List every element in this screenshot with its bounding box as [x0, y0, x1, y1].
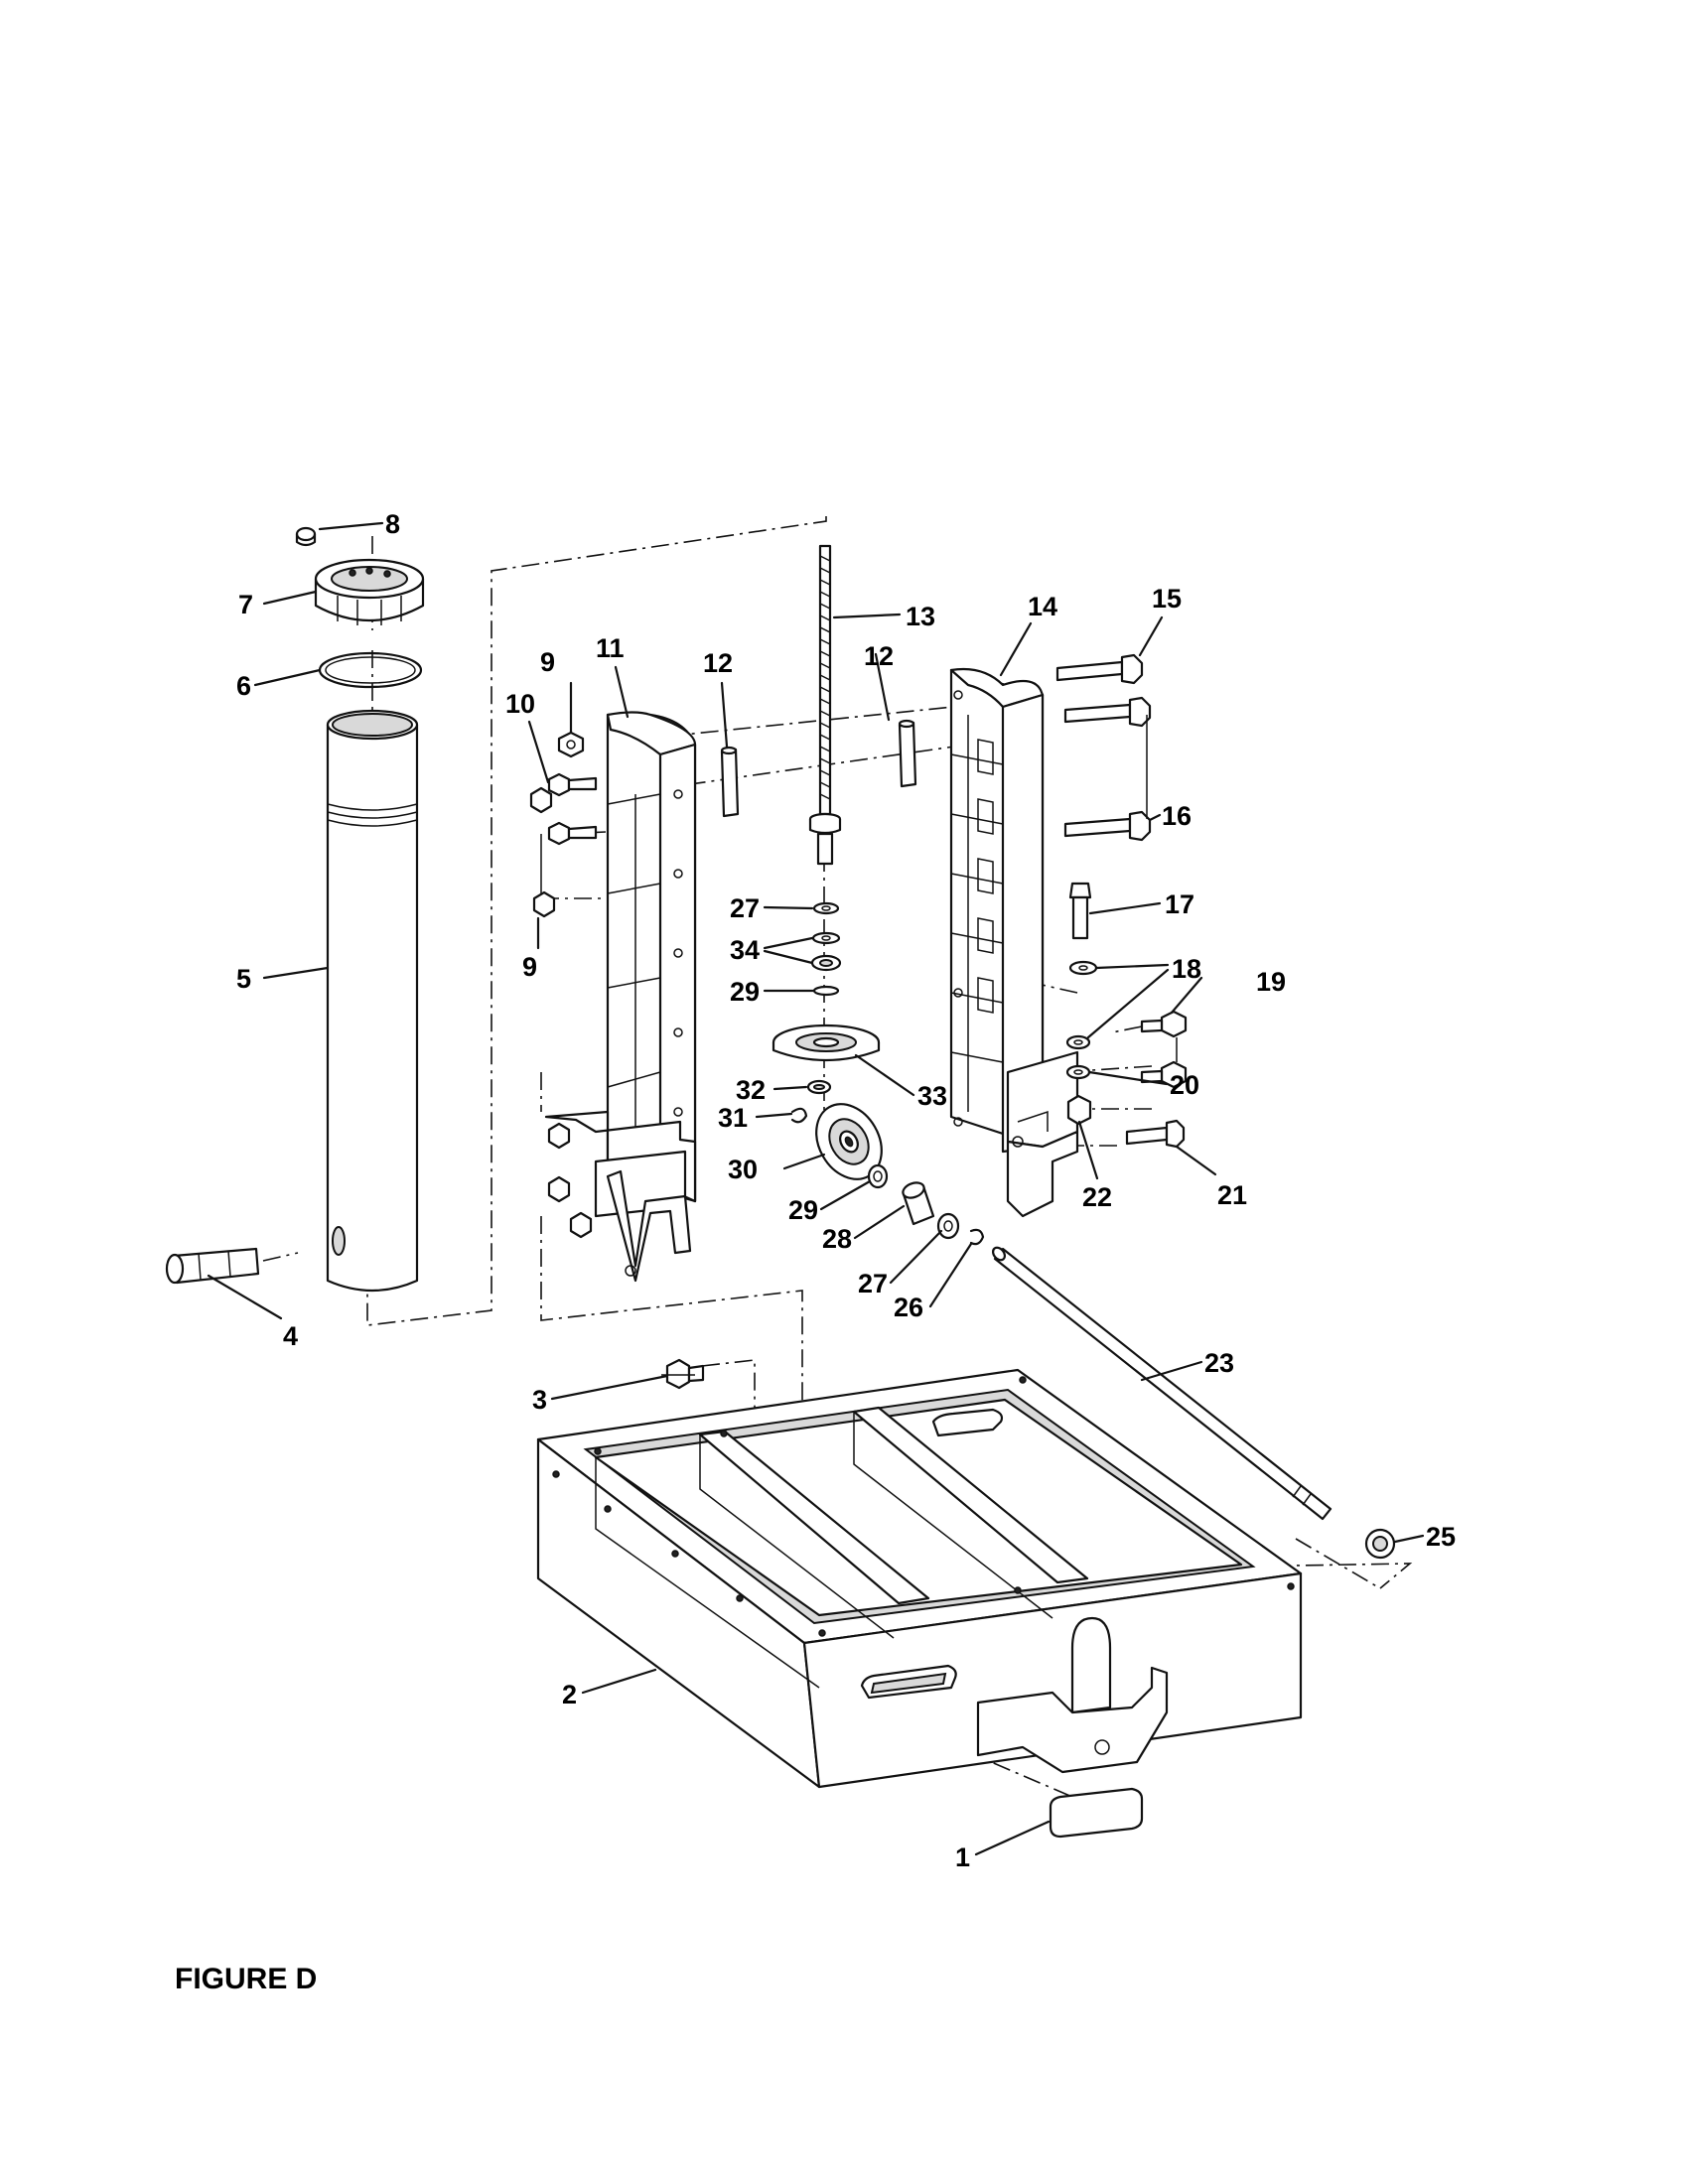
part-19-screws — [1140, 1010, 1188, 1089]
callout-29-bottom: 29 — [788, 1195, 818, 1225]
part-28-bushing — [902, 1181, 935, 1226]
part-4-plug — [165, 1247, 260, 1285]
callout-14: 14 — [1028, 592, 1057, 621]
part-10-screw — [547, 772, 598, 797]
callout-4: 4 — [283, 1321, 298, 1351]
part-6-ring — [318, 651, 423, 689]
callout-1: 1 — [955, 1843, 970, 1872]
callout-11: 11 — [596, 633, 625, 663]
callout-2: 2 — [562, 1680, 577, 1709]
part-15-bolt — [1055, 653, 1144, 685]
callout-12-left: 12 — [703, 648, 733, 678]
callout-31: 31 — [718, 1103, 748, 1133]
part-16-bolt-upper — [1063, 696, 1152, 728]
callout-8: 8 — [385, 509, 400, 539]
part-1-plate — [1049, 1787, 1144, 1839]
callout-12-right: 12 — [864, 641, 894, 671]
callout-34: 34 — [730, 935, 760, 965]
part-17-bolt — [1068, 882, 1092, 940]
callout-27-top: 27 — [730, 893, 760, 923]
part-16-bolt-lower — [1063, 715, 1152, 842]
part-11-support-left — [544, 711, 697, 1283]
callout-9-bottom: 9 — [522, 952, 537, 982]
callout-3: 3 — [532, 1385, 547, 1415]
callout-32: 32 — [736, 1075, 766, 1105]
callout-17: 17 — [1165, 889, 1194, 919]
callout-29-top: 29 — [730, 977, 760, 1007]
part-30-bevel-gear — [815, 1103, 883, 1180]
callout-6: 6 — [236, 671, 251, 701]
part-20-washer — [1065, 1064, 1091, 1080]
callout-20: 20 — [1170, 1070, 1199, 1100]
callout-33: 33 — [917, 1081, 947, 1111]
callouts: 8 7 6 5 4 9 10 11 12 12 13 14 15 16 9 17… — [236, 509, 1456, 1872]
part-34-washers — [810, 931, 842, 972]
part-10-screw-2 — [547, 821, 598, 846]
figure-title: FIGURE D — [175, 1963, 317, 1995]
callout-19: 19 — [1256, 967, 1286, 997]
part-12-key-right — [898, 719, 917, 788]
callout-18: 18 — [1172, 954, 1201, 984]
part-21-bolt — [1125, 1119, 1186, 1149]
callout-22: 22 — [1082, 1182, 1112, 1212]
callout-21: 21 — [1217, 1180, 1247, 1210]
leader-lines — [207, 521, 1425, 1856]
part-27-washer-bottom — [936, 1212, 960, 1240]
part-9-nut-left-top — [529, 786, 553, 814]
callout-5: 5 — [236, 964, 251, 994]
part-3-bolt — [661, 1358, 705, 1390]
part-23-shaft — [991, 1246, 1333, 1521]
callout-10: 10 — [505, 689, 535, 719]
part-32-bushing — [806, 1079, 832, 1095]
callout-25: 25 — [1426, 1522, 1456, 1552]
part-27-washer-top — [812, 901, 840, 915]
callout-15: 15 — [1152, 584, 1182, 614]
part-12-key-left — [720, 746, 740, 818]
part-33-gear — [772, 1024, 881, 1062]
part-7-collar — [314, 558, 425, 625]
part-18-washers — [1065, 960, 1098, 1050]
part-14-support-right — [949, 667, 1079, 1218]
part-26-clip — [969, 1228, 985, 1246]
callout-23: 23 — [1204, 1348, 1234, 1378]
part-25-nut — [1364, 1528, 1396, 1560]
part-9-nut-top — [557, 731, 585, 758]
part-29-washer-top — [812, 985, 840, 997]
part-22-nut — [1066, 1094, 1092, 1126]
callout-27-bottom: 27 — [858, 1269, 888, 1298]
part-9-nut-lower — [532, 890, 556, 918]
callout-16: 16 — [1162, 801, 1192, 831]
callout-30: 30 — [728, 1155, 758, 1184]
part-8-plug — [295, 526, 317, 547]
part-2-base — [536, 1368, 1303, 1789]
callout-26: 26 — [894, 1293, 923, 1322]
callout-9-top: 9 — [540, 647, 555, 677]
part-31-clip — [790, 1107, 808, 1124]
callout-13: 13 — [906, 602, 935, 631]
part-29-washer-bottom — [867, 1163, 889, 1189]
part-13-lead-screw — [808, 544, 842, 866]
callout-7: 7 — [238, 590, 253, 619]
callout-28: 28 — [822, 1224, 852, 1254]
bracket-nuts — [547, 1122, 593, 1239]
part-5-column — [326, 709, 419, 1293]
